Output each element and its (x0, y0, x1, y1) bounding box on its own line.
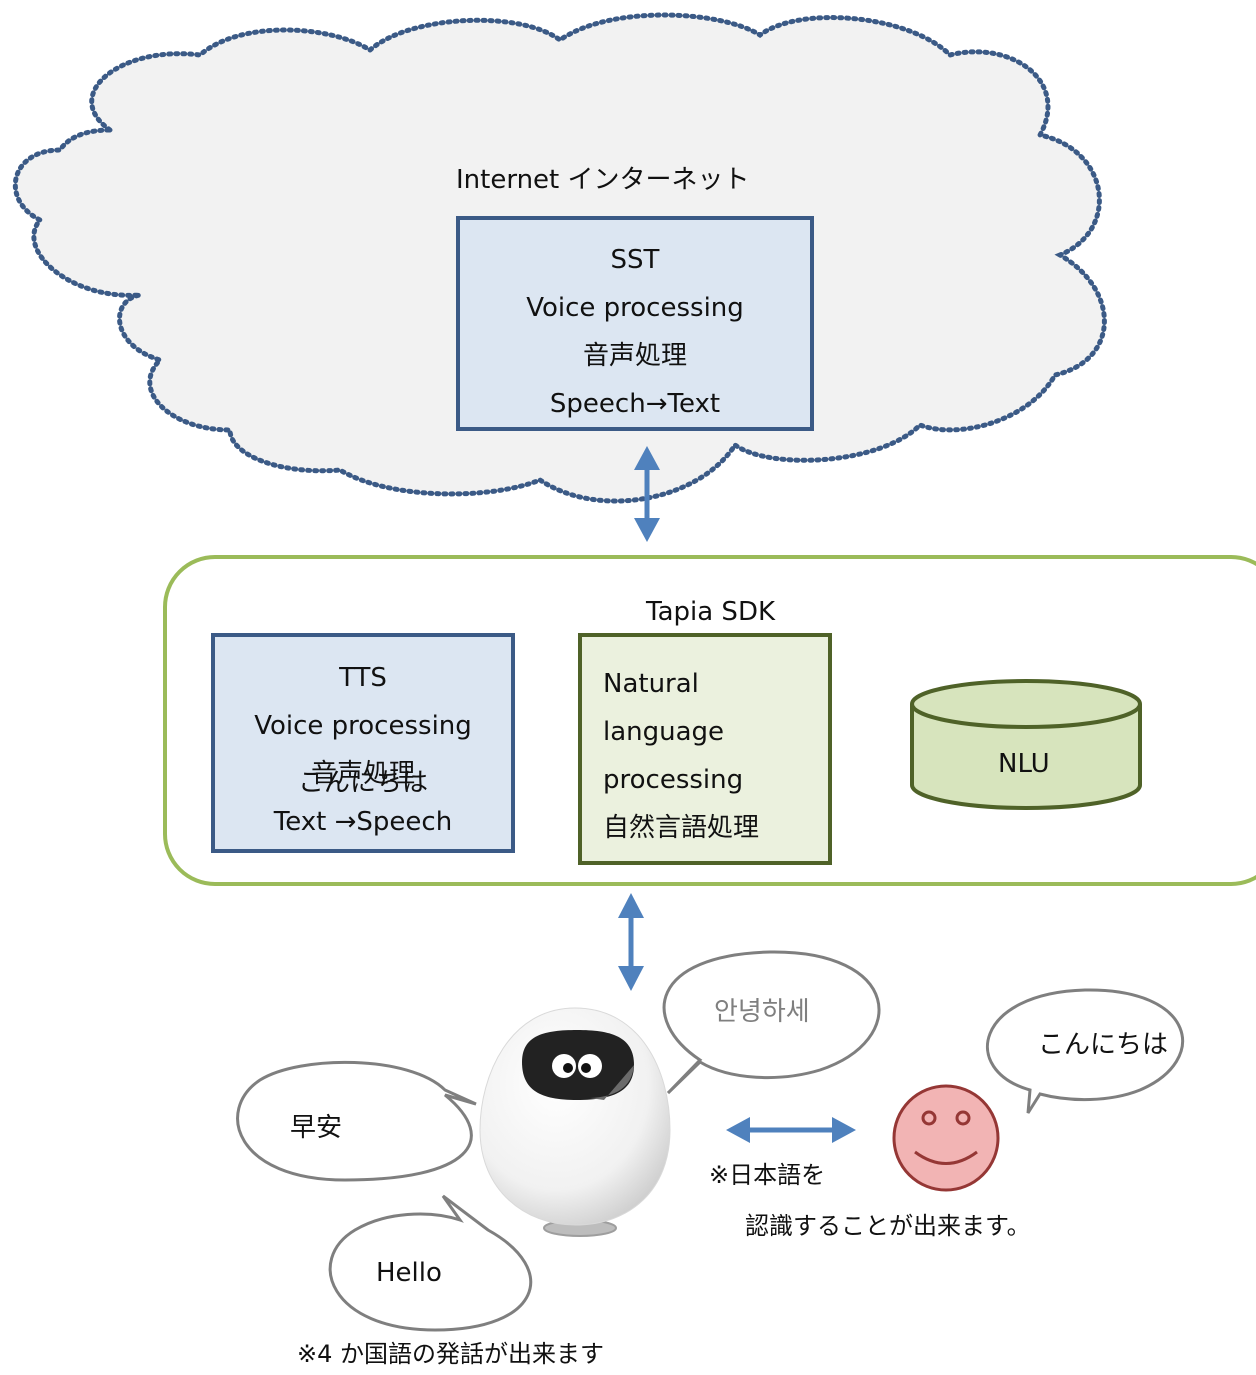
sst-line: Speech→Text (549, 389, 721, 419)
tts-line: TTS (339, 663, 387, 693)
tapia-sdk-title: Tapia SDK (646, 597, 776, 627)
nlp-line: language (603, 717, 725, 747)
tapia-robot (479, 1007, 671, 1237)
sst-line: Voice processing (526, 293, 744, 323)
tts-line: 音声処理 (310, 759, 415, 789)
nlp-line: processing (603, 765, 744, 795)
sst-line: 音声処理 (582, 341, 687, 371)
bubble-chinese (236, 1060, 477, 1182)
sst-line: SST (610, 245, 660, 275)
bubble-korean-text: 안녕하세 (714, 997, 810, 1027)
nlp-box: Natural language processing 自然言語処理 (578, 633, 832, 865)
tts-box: TTS Voice processing 音声処理 Text →Speech (211, 633, 515, 853)
sdk-robot-arrow (618, 893, 644, 991)
bubble-korean (662, 950, 881, 1095)
sst-box: SST Voice processing 音声処理 Speech→Text (456, 216, 814, 431)
bubble-konnichiwa-person (985, 988, 1185, 1114)
bubble-konnichiwa-person-text: こんにちは (1038, 1030, 1169, 1060)
japanese-recognition-note-line1: ※日本語を (709, 1161, 826, 1189)
bubble-english-text: Hello (376, 1258, 442, 1288)
four-languages-note: ※4 か国語の発話が出来ます (297, 1340, 605, 1368)
nlu-database-icon (910, 679, 1142, 810)
bubble-chinese-text: 早安 (290, 1113, 343, 1143)
tts-line: Voice processing (254, 711, 472, 741)
japanese-recognition-note-line2: 認識することが出来ます。 (745, 1212, 1031, 1240)
nlp-line: 自然言語処理 (603, 813, 760, 843)
tapia-sdk-frame (163, 555, 1256, 886)
internet-cloud-title: Internet インターネット (456, 165, 750, 195)
robot-person-arrow (726, 1117, 856, 1143)
nlu-label: NLU (998, 749, 1050, 779)
person-smiley-icon (892, 1084, 1000, 1192)
cloud-sdk-arrow (634, 446, 660, 542)
nlp-line: Natural (603, 669, 699, 699)
bubble-konnichiwa-left-text: こんにちは (298, 768, 429, 798)
bubble-english (328, 1194, 533, 1332)
tts-line: Text →Speech (273, 807, 453, 837)
